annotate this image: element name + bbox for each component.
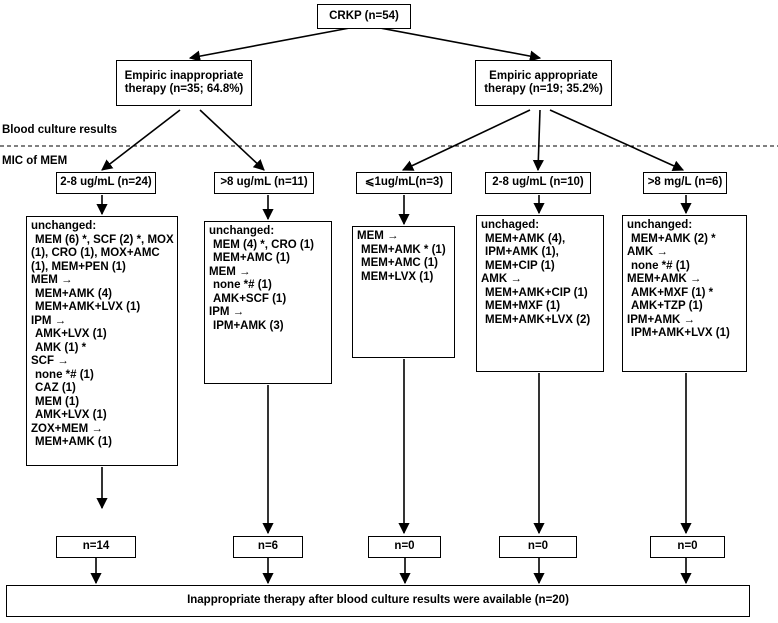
mic-group-2: >8 ug/mL (n=11) [214, 172, 314, 194]
regimen-line: AMK+LVX (1) [35, 409, 107, 421]
regimen-line: CAZ (1) [35, 382, 76, 394]
outcome-box-5: n=0 [650, 536, 725, 558]
regimen-line: MEM+LVX (1) [361, 270, 434, 283]
regimen-line: MEM+AMC (1) [361, 257, 438, 269]
mic-group-5-label: >8 mg/L (n=6) [647, 176, 723, 189]
regimen-line: MEM (1) [35, 395, 80, 408]
regimen-line: MEM → [31, 274, 73, 286]
regimen-line: IPM+AMK → [627, 313, 696, 326]
arrow-appropriate-to-mic5 [549, 109, 685, 171]
mic-group-2-label: >8 ug/mL (n=11) [220, 176, 308, 189]
regimen-line: AMK+MXF (1) * [631, 286, 714, 299]
regimen-line: MEM+AMK (2) * [631, 232, 716, 245]
mic-group-3-label: ⩽1ug/mL(n=3) [364, 176, 444, 189]
mic-label: MIC of MEM [2, 155, 68, 167]
regimen-line: (1), CRO (1), MOX+AMC [31, 247, 160, 259]
regimen-line: MEM → [209, 265, 251, 278]
regimen-line: AMK+LVX (1) [35, 328, 107, 340]
regimen-line: IPM → [31, 314, 67, 327]
regimen-line: unchaged: [481, 219, 540, 231]
outcome-box-2: n=6 [233, 536, 303, 558]
regimen-line: MEM (4) *, CRO (1) [213, 238, 314, 251]
outcome-box-3: n=0 [368, 536, 441, 558]
branch-inappropriate-line1: Empiric inappropriate [124, 69, 244, 82]
regimen-line: ZOX+MEM → [31, 422, 103, 435]
blood-culture-label: Blood culture results [2, 124, 118, 136]
regimen-line: unchanged: [31, 220, 97, 232]
arrow-root-to-inappropriate [188, 26, 356, 62]
outcome-box-4: n=0 [499, 536, 577, 558]
branch-appropriate-line2: therapy (n=19; 35.2%) [484, 83, 603, 95]
mic-group-3: ⩽1ug/mL(n=3) [356, 172, 452, 194]
regimen-line: MEM+CIP (1) [485, 259, 555, 272]
branch-appropriate-line1: Empiric appropriate [489, 69, 598, 82]
regimen-line: none *# (1) [213, 279, 272, 291]
regimen-line: (1), MEM+PEN (1) [31, 260, 126, 273]
mic-group-4-label: 2-8 ug/mL (n=10) [492, 176, 584, 189]
final-node: Inappropriate therapy after blood cultur… [6, 585, 750, 617]
outcome-2-label: n=6 [257, 540, 279, 553]
regimen-box-4: unchaged: MEM+AMK (4), IPM+AMK (1), MEM+… [476, 215, 604, 372]
arrow-appropriate-to-mic4 [532, 109, 544, 172]
regimen-line: AMK+TZP (1) [631, 300, 703, 312]
arrow-inappropriate-to-mic2 [199, 109, 265, 171]
outcome-1-label: n=14 [82, 540, 110, 553]
branch-inappropriate-line2: therapy (n=35; 64.8%) [124, 83, 244, 95]
regimen-line: MEM+AMK (1) [35, 436, 112, 448]
regimen-line: MEM+AMK+LVX (2) [485, 313, 591, 326]
regimen-box-3: MEM → MEM+AMK * (1) MEM+AMC (1) MEM+LVX … [352, 226, 455, 358]
regimen-line: none *# (1) [631, 259, 690, 272]
regimen-line: MEM+AMK+LVX (1) [35, 301, 141, 313]
regimen-line: none *# (1) [35, 368, 94, 381]
regimen-box-5: unchanged: MEM+AMK (2) * AMK → none *# (… [622, 215, 747, 372]
regimen-line: MEM → [357, 230, 399, 242]
regimen-box-1: unchanged: MEM (6) *, SCF (2) *, MOX (1)… [26, 216, 178, 466]
mic-group-4: 2-8 ug/mL (n=10) [485, 172, 591, 194]
regimen-line: MEM (6) *, SCF (2) *, MOX [35, 233, 174, 246]
regimen-line: MEM+AMK * (1) [361, 243, 446, 256]
arrow-appropriate-to-mic3 [401, 109, 531, 171]
regimen-line: AMK → [627, 246, 668, 258]
outcome-box-1: n=14 [56, 536, 136, 558]
regimen-line: AMK+SCF (1) [213, 292, 287, 305]
mic-group-1-label: 2-8 ug/mL (n=24) [60, 176, 152, 189]
regimen-line: MEM+MXF (1) [485, 300, 561, 312]
regimen-line: IPM → [209, 306, 245, 318]
regimen-line: unchanged: [209, 225, 275, 237]
outcome-4-label: n=0 [527, 540, 549, 553]
final-label: Inappropriate therapy after blood cultur… [187, 594, 569, 607]
regimen-box-2: unchanged: MEM (4) *, CRO (1) MEM+AMC (1… [204, 221, 332, 384]
regimen-line: AMK (1) * [35, 341, 87, 354]
outcome-5-label: n=0 [677, 540, 698, 553]
regimen-line: MEM+AMK (4), [485, 232, 566, 245]
regimen-line: MEM+AMK → [627, 273, 702, 285]
mic-group-1: 2-8 ug/mL (n=24) [56, 172, 156, 194]
branch-appropriate: Empiric appropriate therapy (n=19; 35.2%… [475, 60, 612, 106]
arrow-inappropriate-to-mic1 [101, 109, 181, 171]
regimen-line: MEM+AMC (1) [213, 252, 290, 264]
regimen-line: IPM+AMK (1), [485, 246, 559, 258]
regimen-line: AMK → [481, 273, 522, 285]
mic-group-5: >8 mg/L (n=6) [643, 172, 727, 194]
outcome-3-label: n=0 [394, 540, 415, 553]
regimen-line: unchanged: [627, 219, 693, 231]
branch-inappropriate: Empiric inappropriate therapy (n=35; 64.… [116, 60, 252, 106]
regimen-line: SCF → [31, 355, 69, 367]
regimen-line: MEM+AMK+CIP (1) [485, 286, 588, 299]
arrow-root-to-appropriate [374, 26, 542, 62]
root-label: CRKP (n=54) [329, 9, 399, 22]
regimen-line: IPM+AMK+LVX (1) [631, 327, 730, 339]
root-node: CRKP (n=54) [317, 4, 411, 29]
regimen-line: MEM+AMK (4) [35, 287, 112, 300]
regimen-line: IPM+AMK (3) [213, 319, 284, 332]
